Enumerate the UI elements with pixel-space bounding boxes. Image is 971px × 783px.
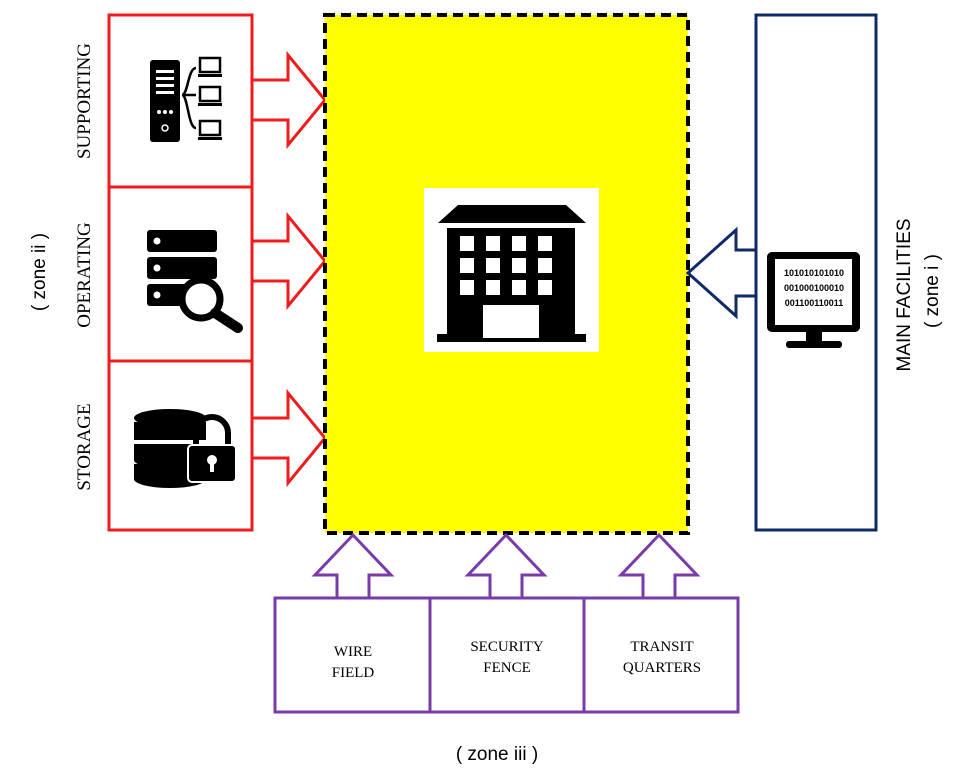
arrow-transit-quarters-to-core — [617, 532, 701, 600]
database-lock-icon — [134, 409, 237, 488]
zone-ii-group: SUPPORTING OPERATING STORAGE ( zone ii ) — [29, 13, 327, 532]
section-label-operating: OPERATING — [74, 222, 95, 328]
zone-ii-label: ( zone ii ) — [29, 233, 50, 311]
box-label-wire-field-line2: FIELD — [332, 665, 375, 681]
box-label-transit-quarters-line1: TRANSIT — [630, 639, 693, 655]
arrow-wire-field-to-core — [311, 532, 395, 600]
database-search-icon — [147, 230, 243, 333]
building-icon — [437, 205, 586, 342]
binary-line: 001000100010 — [784, 283, 844, 293]
box-label-wire-field-line1: WIRE — [334, 644, 372, 660]
arrow-operating-to-core — [250, 211, 327, 311]
main-facilities-title: MAIN FACILITIES — [894, 218, 915, 371]
server-network-icon — [150, 56, 222, 142]
arrow-security-fence-to-core — [464, 532, 548, 600]
binary-line: 001100110011 — [785, 298, 844, 308]
core-zone — [323, 13, 690, 535]
box-label-security-fence-line2: FENCE — [483, 660, 531, 676]
box-label-security-fence-line1: SECURITY — [470, 639, 544, 655]
zone-iii-group: WIRE FIELD SECURITY FENCE TRANSIT QUARTE… — [273, 532, 740, 765]
binary-line: 101010101010 — [784, 268, 844, 278]
zone-i-label: ( zone i ) — [922, 254, 943, 328]
section-label-storage: STORAGE — [74, 403, 95, 490]
arrow-supporting-to-core — [250, 50, 327, 150]
binary-monitor-icon: 101010101010 001000100010 001100110011 — [767, 252, 860, 348]
arrow-main-facilities-to-core — [685, 226, 758, 320]
box-label-transit-quarters-line2: QUARTERS — [623, 660, 701, 676]
section-label-supporting: SUPPORTING — [74, 43, 95, 159]
zone-i-group: 101010101010 001000100010 001100110011 M… — [685, 13, 943, 532]
zone-iii-label: ( zone iii ) — [456, 744, 538, 765]
arrow-storage-to-core — [250, 388, 327, 488]
